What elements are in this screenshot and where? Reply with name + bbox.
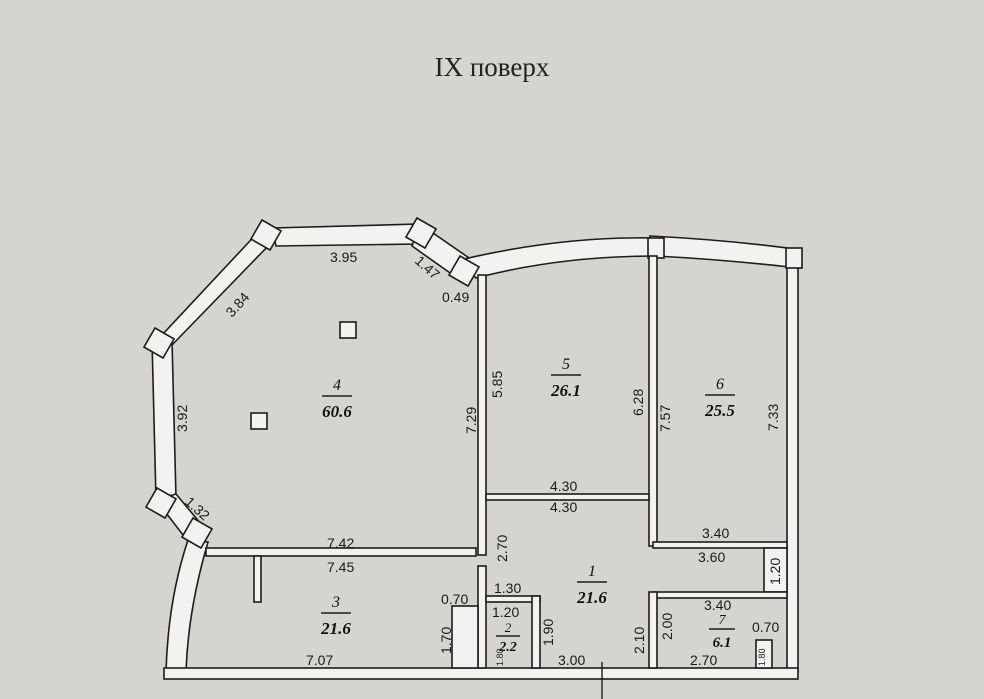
dim-1-20-right: 1.20 xyxy=(767,558,783,585)
column xyxy=(180,516,214,550)
dim-4-30-bottom: 4.30 xyxy=(550,499,577,515)
dim-3-40-room6: 3.40 xyxy=(702,525,729,541)
closet-right xyxy=(755,639,773,669)
room-4-number: 4 xyxy=(333,377,341,394)
dim-3-40-room7: 3.40 xyxy=(704,597,731,613)
dim-0-49: 0.49 xyxy=(442,289,469,305)
column xyxy=(447,254,481,288)
column xyxy=(142,326,176,360)
interior-walls xyxy=(205,255,788,699)
room-2-area: 2.2 xyxy=(498,640,517,655)
dim-1-20-bottom: 1.20 xyxy=(492,604,519,620)
dim-3-00: 3.00 xyxy=(558,652,585,668)
dim-2-70-bottom: 2.70 xyxy=(690,652,717,668)
bottom-wall xyxy=(163,667,799,680)
dim-2-00: 2.00 xyxy=(659,613,675,640)
room-6-area: 25.5 xyxy=(704,401,735,420)
exterior-walls xyxy=(142,216,803,680)
room-7-area: 6.1 xyxy=(713,635,732,651)
dim-3-95: 3.95 xyxy=(330,249,357,265)
room-labels: 4 60.6 5 26.1 6 25.5 1 21.6 3 21.6 2 2.2… xyxy=(320,356,735,655)
column xyxy=(144,486,178,520)
dim-3-84: 3.84 xyxy=(222,289,252,320)
wall-room4-room5 xyxy=(477,274,487,556)
wall-room2-right xyxy=(531,595,541,669)
room-5-area: 26.1 xyxy=(550,381,581,400)
column xyxy=(249,218,283,252)
wall-room6-hall xyxy=(652,541,788,549)
dim-1-30: 1.30 xyxy=(494,580,521,596)
partition-stub xyxy=(253,555,262,603)
closet-left xyxy=(451,605,479,669)
wall-room4-room3 xyxy=(205,547,477,557)
dim-0-70-left: 0.70 xyxy=(441,591,468,607)
dim-7-45: 7.45 xyxy=(327,559,354,575)
dim-1-90: 1.90 xyxy=(540,619,556,646)
room-3-area: 21.6 xyxy=(320,619,351,638)
room-5-number: 5 xyxy=(562,356,570,373)
curved-wall-room-5 xyxy=(458,237,657,279)
dim-7-29: 7.29 xyxy=(463,407,479,434)
room-6-number: 6 xyxy=(716,376,724,393)
wall-room3-hall xyxy=(477,565,487,669)
room-4-area: 60.6 xyxy=(322,402,352,421)
dim-3-92: 3.92 xyxy=(174,405,190,432)
column xyxy=(785,247,803,269)
room-1-area: 21.6 xyxy=(576,588,607,607)
dim-7-42: 7.42 xyxy=(327,535,354,551)
dim-6-28: 6.28 xyxy=(630,389,646,416)
room-2-number: 2 xyxy=(505,620,512,635)
dim-0-70-right: 0.70 xyxy=(752,619,779,635)
dim-2-70-vertical: 2.70 xyxy=(494,535,510,562)
wall-room5-room6 xyxy=(648,255,658,547)
column-room4 xyxy=(250,412,268,430)
room-3-number: 3 xyxy=(331,594,340,611)
dim-7-33: 7.33 xyxy=(765,404,781,431)
dim-2-10: 2.10 xyxy=(631,627,647,654)
dim-3-60: 3.60 xyxy=(698,549,725,565)
dim-1-70: 1.70 xyxy=(438,627,454,654)
column xyxy=(647,237,665,259)
room-1-number: 1 xyxy=(588,563,596,580)
bay-wall-3-95 xyxy=(271,223,421,247)
column-room4 xyxy=(339,321,357,339)
wall-room7-left xyxy=(648,591,658,669)
curved-wall-room-6 xyxy=(648,235,803,269)
curved-wall-room-3 xyxy=(165,539,210,673)
dim-7-57: 7.57 xyxy=(657,405,673,432)
wall-room5-hall xyxy=(485,493,650,501)
bay-wall-3-92 xyxy=(151,339,177,501)
dim-4-30-top: 4.30 xyxy=(550,478,577,494)
bay-wall-3-84 xyxy=(154,226,274,346)
dim-7-07: 7.07 xyxy=(306,652,333,668)
room-7-number: 7 xyxy=(719,613,727,628)
dim-1-80-a: 1.80 xyxy=(495,648,505,666)
floor-title: IX поверх xyxy=(434,52,550,82)
column xyxy=(404,216,438,250)
right-wall xyxy=(786,265,799,673)
dim-1-80-b: 1.80 xyxy=(757,648,767,666)
dim-5-85: 5.85 xyxy=(489,371,505,398)
